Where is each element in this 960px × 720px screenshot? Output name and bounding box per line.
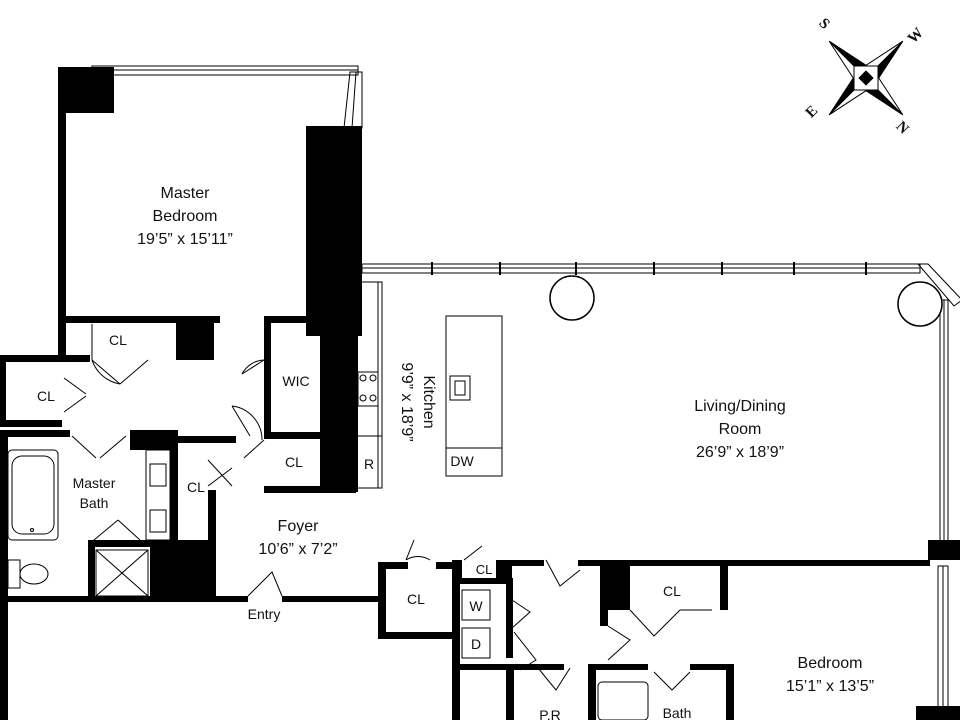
walls [0,67,960,720]
master-bath-label-line2: Bath [80,495,109,511]
bedroom-dimensions: 15’1” x 13’5” [786,678,874,695]
dryer-label: D [471,636,481,652]
toilet [7,559,21,589]
column [897,281,943,327]
kitchen-dimensions: 9’9” x 18’9” [398,362,415,441]
vanity [145,449,171,541]
washer-label: W [469,598,483,614]
compass-icon [828,40,904,116]
kitchen-island [445,315,503,477]
bedroom-label: Bedroom [798,655,863,672]
sink [149,463,167,487]
doors [63,324,712,691]
master-bedroom-label: Master [161,185,211,202]
closet-label: CL [37,388,55,404]
closet-label: CL [476,562,493,577]
compass-north-label: N [893,119,912,138]
bath-fixtures [7,449,649,720]
compass-west-label: W [905,25,927,47]
washer [461,589,491,621]
closet-label: CL [407,591,425,607]
living-dining-label-line2: Room [719,421,762,438]
closet-label: CL [109,332,127,348]
sink [449,375,471,401]
kitchen-label: Kitchen [420,375,437,428]
shower [95,549,149,597]
columns [549,275,943,327]
refrigerator [355,435,383,489]
closet-label: CL [187,479,205,495]
kitchen-fixtures [355,281,503,489]
wic-label: WIC [282,373,309,389]
bath-label: Bath [663,705,692,720]
entry-door [247,571,283,597]
compass-east-label: E [803,103,821,121]
entry-label: Entry [248,606,281,622]
windows [91,65,960,717]
refrigerator-label: R [364,456,374,472]
room-labels: Master Bedroom 19’5” x 15’11” Living/Din… [37,185,874,720]
bathtub [597,681,649,720]
column [549,275,595,321]
master-bath-label: Master [73,475,116,491]
closet-label: CL [663,583,681,599]
foyer-label: Foyer [278,518,320,535]
powder-room-label: P.R [539,707,561,720]
master-bedroom-dimensions: 19’5” x 15’11” [137,231,233,248]
dryer [461,627,491,659]
living-dining-dimensions: 26’9” x 18’9” [696,444,784,461]
compass-south-label: S [815,15,832,32]
closet-label: CL [285,454,303,470]
dishwasher-label: DW [450,453,474,469]
sink [149,509,167,533]
foyer-dimensions: 10’6” x 7’2” [258,541,337,558]
master-bedroom-label-line2: Bedroom [153,208,218,225]
bathtub [7,449,59,541]
compass-rose [828,40,904,116]
cooktop [357,371,379,407]
living-dining-label: Living/Dining [694,398,786,415]
